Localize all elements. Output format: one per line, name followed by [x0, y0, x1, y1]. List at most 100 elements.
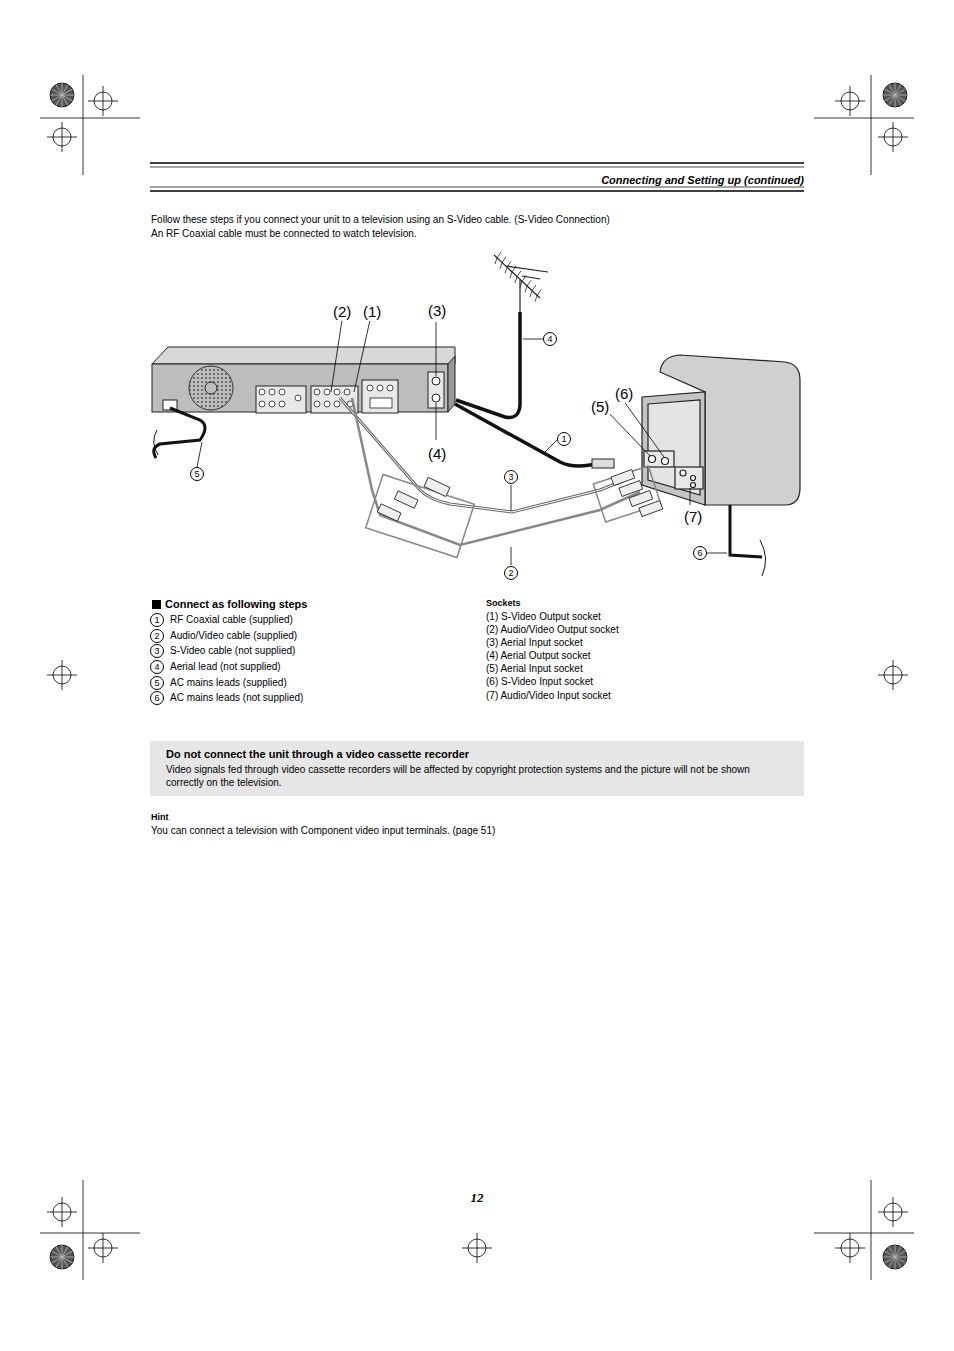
drawing-line — [495, 258, 497, 264]
drawing-line — [477, 1233, 478, 1263]
drawing-line — [895, 95, 896, 107]
drawing-line — [62, 660, 63, 690]
drawing-circle — [387, 385, 393, 391]
page-number: 12 — [457, 1190, 497, 1206]
drawing-polygon — [642, 392, 705, 505]
drawing-line — [895, 1257, 907, 1258]
drawing-rect — [362, 380, 398, 413]
list-item: Aerial lead (not supplied) — [170, 661, 281, 673]
drawing-circle — [344, 389, 350, 395]
drawing-circle — [324, 401, 330, 407]
drawing-circle — [367, 385, 373, 391]
drawing-line — [436, 322, 437, 376]
drawing-line — [512, 266, 516, 272]
drawing-circle — [259, 401, 265, 407]
drawing-circle — [649, 456, 656, 463]
drawing-circle — [377, 385, 383, 391]
drawing-line — [623, 400, 664, 457]
drawing-line — [502, 257, 506, 263]
drawing-circle — [269, 389, 275, 395]
drawing-polygon — [152, 347, 455, 364]
drawing-rect — [424, 477, 450, 496]
drawing-circle — [279, 401, 285, 407]
drawing-line — [331, 320, 342, 392]
list-item: (7) Audio/Video Input socket — [486, 690, 611, 702]
drawing-rect — [377, 504, 401, 521]
drawing-line — [62, 122, 63, 152]
list-item: (4) Aerial Output socket — [486, 650, 591, 662]
list-item: (3) Aerial Input socket — [486, 637, 583, 649]
drawing-line — [62, 1257, 68, 1267]
list-item: (6) S-Video Input socket — [486, 676, 593, 688]
intro-text: Follow these steps if you connect your u… — [151, 214, 610, 226]
socket-callout: (3) — [427, 302, 447, 320]
list-item: Audio/Video cable (supplied) — [170, 630, 297, 642]
drawing-line — [62, 95, 63, 107]
callout-number: 5 — [150, 676, 164, 690]
drawing-line — [40, 118, 140, 119]
drawing-circle — [205, 382, 217, 394]
drawing-rect — [644, 451, 674, 467]
section-heading: Hint — [151, 812, 169, 823]
drawing-rect — [394, 491, 418, 508]
drawing-line — [62, 1257, 63, 1269]
list-item: (5) Aerial Input socket — [486, 663, 583, 675]
drawing-line — [525, 286, 527, 292]
drawing-circle — [691, 483, 696, 488]
drawing-line — [62, 1197, 63, 1227]
drawing-line — [889, 1247, 895, 1257]
socket-callout: (4) — [427, 445, 447, 463]
drawing-line — [895, 1257, 896, 1269]
list-item: (2) Audio/Video Output socket — [486, 624, 619, 636]
socket-callout: (2) — [332, 303, 352, 321]
drawing-circle — [269, 401, 275, 407]
drawing-circle — [680, 470, 686, 476]
drawing-rect — [152, 600, 161, 609]
drawing-circle — [295, 395, 301, 401]
drawing-rect — [370, 398, 392, 408]
drawing-line — [62, 95, 68, 105]
list-item: AC mains leads (supplied) — [170, 677, 287, 689]
callout-number: 2 — [150, 629, 164, 643]
drawing-g — [152, 347, 455, 413]
drawing-circle — [314, 401, 320, 407]
drawing-line — [607, 411, 650, 456]
drawing-circle — [334, 389, 340, 395]
drawing-circle — [50, 83, 74, 107]
drawing-line — [50, 95, 62, 96]
drawing-line — [150, 167, 804, 168]
drawing-line — [62, 1257, 74, 1258]
drawing-circle — [314, 389, 320, 395]
socket-callout: (7) — [683, 508, 703, 526]
drawing-circle — [662, 458, 669, 465]
drawing-path — [760, 540, 766, 576]
drawing-line — [50, 1257, 62, 1258]
drawing-line — [103, 86, 104, 116]
list-item: S-Video cable (not supplied) — [170, 645, 295, 657]
drawing-path — [340, 398, 625, 512]
drawing-line — [690, 488, 691, 505]
callout-number: 1 — [557, 432, 571, 446]
drawing-line — [893, 660, 894, 690]
drawing-circle — [883, 1245, 907, 1269]
drawing-line — [707, 553, 727, 554]
drawing-line — [62, 89, 72, 95]
drawing-rect — [152, 364, 448, 412]
drawing-line — [62, 95, 74, 96]
drawing-line — [83, 1180, 84, 1280]
drawing-circle — [259, 389, 265, 395]
drawing-path — [340, 398, 625, 512]
drawing-line — [56, 85, 62, 95]
drawing-g — [259, 385, 393, 408]
drawing-g — [197, 320, 727, 565]
drawing-line — [893, 1197, 894, 1227]
drawing-line — [505, 267, 507, 273]
drawing-g — [494, 255, 548, 312]
drawing-line — [197, 442, 202, 467]
drawing-line — [532, 285, 536, 291]
drawing-line — [895, 1245, 896, 1257]
drawing-line — [885, 1257, 895, 1263]
callout-number: 5 — [190, 467, 204, 481]
drawing-circle — [691, 476, 696, 481]
drawing-line — [52, 1257, 62, 1263]
